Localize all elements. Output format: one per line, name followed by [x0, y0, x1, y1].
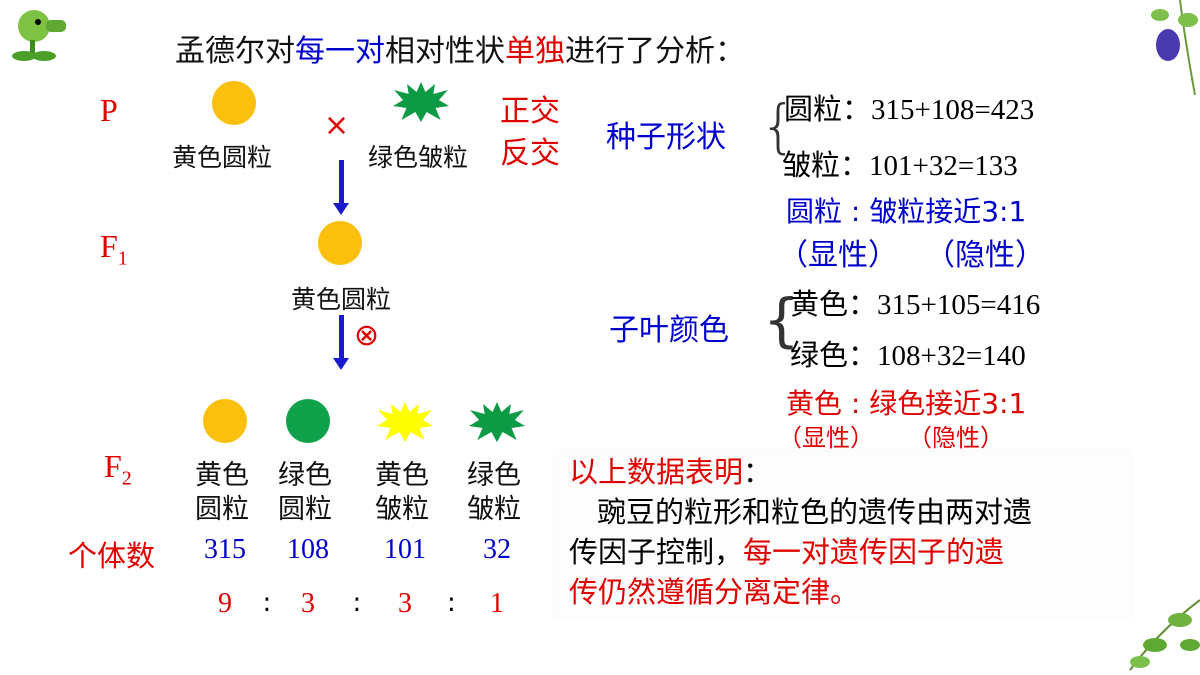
parent2-label: 绿色皱粒: [368, 143, 469, 172]
ratio-value: 3: [398, 588, 412, 619]
green-label: 绿色：: [790, 338, 878, 372]
wrinkled-label: 皱粒：: [782, 148, 870, 182]
round-seed: [286, 399, 330, 443]
title-part: 相对性状: [385, 34, 505, 69]
conclusion-line-3: 传仍然遵循分离定律。: [569, 575, 860, 609]
green-wrinkled-seed: [393, 82, 449, 122]
title-highlight: 单独: [505, 34, 565, 69]
count-label: 个体数: [68, 539, 156, 573]
peashooter-icon: [4, 4, 74, 64]
wrinkled-seed: [469, 402, 525, 442]
color-dominant: （显性）: [778, 424, 874, 452]
parent1-label: 黄色圆粒: [172, 143, 273, 172]
shape-dominant: （显性）: [778, 238, 898, 273]
seed-shape-title: 种子形状: [606, 120, 726, 155]
f1-label: 黄色圆粒: [291, 285, 392, 314]
conclusion-line-2: 传因子控制，每一对遗传因子的遗: [569, 532, 1130, 572]
f1-letter: F: [100, 228, 118, 264]
phenotype-label: 圆粒: [195, 494, 249, 525]
reciprocal-label-2: 反交: [500, 136, 560, 171]
ratio-separator: :: [447, 588, 456, 618]
round-label: 圆粒：: [784, 92, 872, 126]
f2-letter: F: [104, 448, 122, 484]
slide-title: 孟德尔对每一对相对性状单独进行了分析：: [175, 26, 745, 70]
title-part: 孟德尔对: [175, 34, 295, 69]
cotyledon-color-title: 子叶颜色: [609, 313, 729, 348]
down-arrow-icon: [333, 315, 349, 370]
conclusion-line-1: 豌豆的粒形和粒色的遗传由两对遗: [597, 495, 1033, 529]
f2-generation-label: F2: [104, 448, 132, 490]
yellow-round-seed: [212, 81, 256, 125]
ratio-value: 1: [490, 588, 504, 619]
round-row: 圆粒：315+108=423: [784, 86, 1034, 128]
reciprocal-label-1: 正交: [500, 94, 560, 129]
phenotype-label: 绿色: [467, 460, 521, 491]
title-part: 进行了分析：: [565, 34, 745, 69]
conclusion-head: 以上数据表明: [569, 455, 744, 489]
count-value: 315: [204, 534, 246, 565]
flower-decoration-icon: [1140, 0, 1200, 96]
ratio-value: 9: [218, 588, 232, 619]
title-highlight: 每一对: [295, 34, 385, 69]
p-generation-label: P: [100, 92, 118, 128]
wrinkled-seed: [377, 402, 433, 442]
round-value: 315+108=423: [871, 94, 1035, 126]
cross-symbol: ×: [324, 108, 350, 143]
brace-icon: {: [763, 286, 800, 354]
leaves-decoration-icon: [1120, 590, 1200, 675]
shape-recessive: （隐性）: [925, 238, 1045, 273]
f1-subscript: 1: [117, 247, 128, 270]
wrinkled-value: 101+32=133: [869, 150, 1018, 182]
count-value: 108: [287, 534, 329, 565]
f1-generation-label: F1: [100, 228, 128, 270]
phenotype-label: 绿色: [278, 460, 332, 491]
brace-icon: {: [760, 92, 797, 160]
phenotype-label: 圆粒: [278, 494, 332, 525]
wrinkled-row: 皱粒：101+32=133: [782, 142, 1018, 184]
f1-yellow-round-seed: [318, 221, 362, 265]
color-recessive: （隐性）: [908, 424, 1004, 452]
phenotype-label: 黄色: [195, 460, 249, 491]
yellow-value: 315+105=416: [877, 289, 1041, 321]
green-row: 绿色：108+32=140: [790, 332, 1026, 374]
yellow-row: 黄色：315+105=416: [790, 281, 1040, 323]
count-value: 101: [384, 534, 426, 565]
selfing-symbol: ⊗: [354, 318, 380, 353]
shape-ratio: 圆粒 : 皱粒接近3:1: [786, 195, 1027, 228]
phenotype-label: 黄色: [375, 460, 429, 491]
conclusion-colon: ：: [743, 455, 773, 489]
green-value: 108+32=140: [877, 340, 1026, 372]
phenotype-label: 皱粒: [467, 494, 521, 525]
f2-subscript: 2: [121, 467, 132, 490]
phenotype-label: 皱粒: [375, 494, 429, 525]
yellow-label: 黄色：: [790, 287, 878, 321]
conclusion-heading: 以上数据表明：: [569, 452, 1130, 492]
round-seed: [203, 399, 247, 443]
conclusion-box: 以上数据表明： 豌豆的粒形和粒色的遗传由两对遗 传因子控制，每一对遗传因子的遗 …: [555, 452, 1130, 617]
count-value: 32: [483, 534, 511, 565]
conclusion-text: 传因子控制，: [569, 535, 744, 569]
ratio-separator: :: [352, 588, 362, 618]
ratio-separator: :: [262, 588, 272, 618]
conclusion-highlight: 每一对遗传因子的遗: [743, 535, 1005, 569]
color-ratio: 黄色 : 绿色接近3:1: [786, 387, 1027, 420]
ratio-value: 3: [301, 588, 315, 619]
down-arrow-icon: [333, 160, 349, 215]
